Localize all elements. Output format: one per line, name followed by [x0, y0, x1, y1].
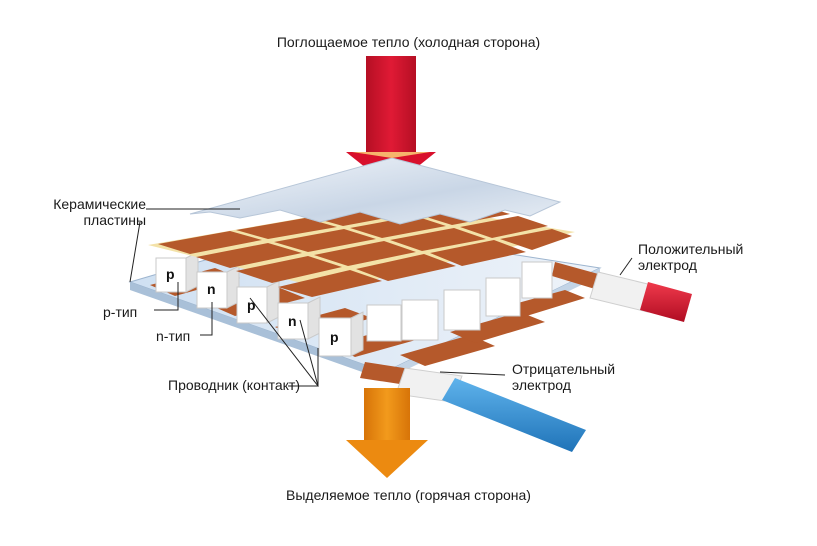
conductor-label: Проводник (контакт): [168, 377, 300, 393]
negative-label-line2: электрод: [512, 377, 571, 393]
leg-letter: p: [166, 266, 175, 282]
leg: [318, 311, 364, 357]
negative-label-line1: Отрицательный: [512, 361, 616, 377]
leg: [196, 265, 240, 309]
positive-label-line1: Положительный: [638, 241, 744, 257]
leg: [366, 261, 553, 342]
leg-letter: n: [207, 281, 216, 297]
negative-electrode: [360, 362, 586, 452]
leader-lines: [129, 208, 633, 387]
leg-letters: p n p n p: [166, 266, 339, 345]
ceramic-label-line2: пластины: [83, 212, 146, 228]
positive-electrode: [552, 262, 692, 322]
p-type-label: p-тип: [103, 304, 138, 320]
ceramic-plates-label: Керамические пластины: [38, 196, 146, 228]
positive-electrode-label: Положительный электрод: [638, 241, 743, 273]
leg: [236, 280, 280, 324]
n-type-label: n-тип: [156, 328, 191, 344]
semiconductor-legs: [155, 251, 553, 357]
leg-letter: p: [330, 329, 339, 345]
released-heat-label: Выделяемое тепло (горячая сторона): [286, 487, 531, 503]
negative-electrode-label: Отрицательный электрод: [512, 361, 615, 393]
absorbed-heat-label: Поглощаемое тепло (холодная сторона): [276, 34, 541, 50]
leg: [277, 296, 321, 340]
leg: [155, 251, 199, 293]
cold-arrow-tip: [352, 152, 430, 158]
leg-letter: n: [288, 313, 297, 329]
ceramic-label-line1: Керамические: [53, 196, 146, 212]
leg-letter: p: [247, 297, 256, 313]
positive-label-line2: электрод: [638, 257, 697, 273]
top-ceramic-plate: [189, 157, 562, 225]
top-conductor-grid: [148, 202, 575, 297]
released-heat-arrow: [346, 388, 428, 478]
